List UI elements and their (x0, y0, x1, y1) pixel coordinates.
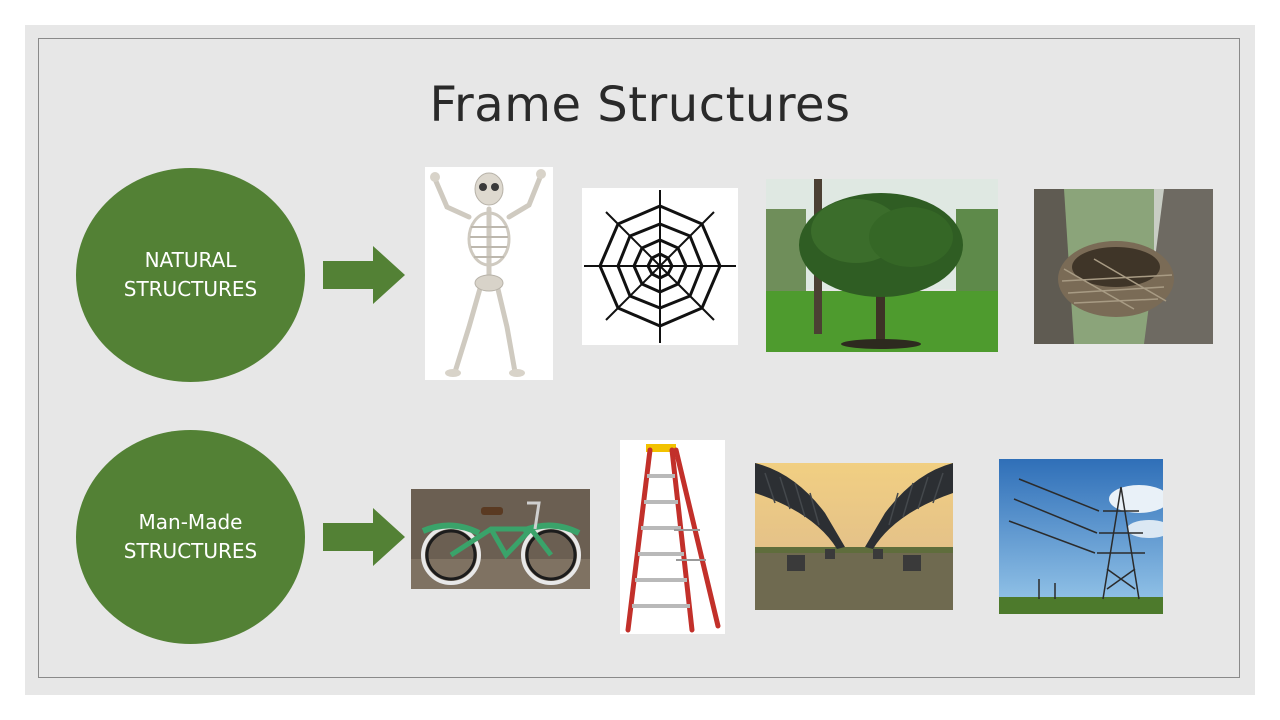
natural-label-line2: STRUCTURES (123, 277, 258, 301)
tree-image (766, 179, 998, 352)
man-made-label-line1: Man-Made (138, 510, 243, 534)
slide: Frame Structures NATURAL STRUCTURES (25, 25, 1255, 695)
slide-frame (38, 38, 1240, 678)
spider-web-image (582, 188, 738, 345)
bird-nest-image (1034, 189, 1213, 344)
man-made-label-line2: STRUCTURES (123, 539, 258, 563)
bicycle-image (411, 489, 590, 589)
man-made-structures-circle: Man-Made STRUCTURES (76, 430, 305, 644)
skeleton-image (425, 167, 553, 380)
man-made-arrow-icon (323, 508, 405, 566)
power-pylon-image (999, 459, 1163, 614)
natural-label-line1: NATURAL (144, 248, 237, 272)
slide-title: Frame Structures (429, 77, 851, 133)
natural-arrow-icon (323, 246, 405, 304)
ladder-image (620, 440, 725, 634)
natural-structures-circle: NATURAL STRUCTURES (76, 168, 305, 382)
bridge-image (755, 463, 953, 610)
